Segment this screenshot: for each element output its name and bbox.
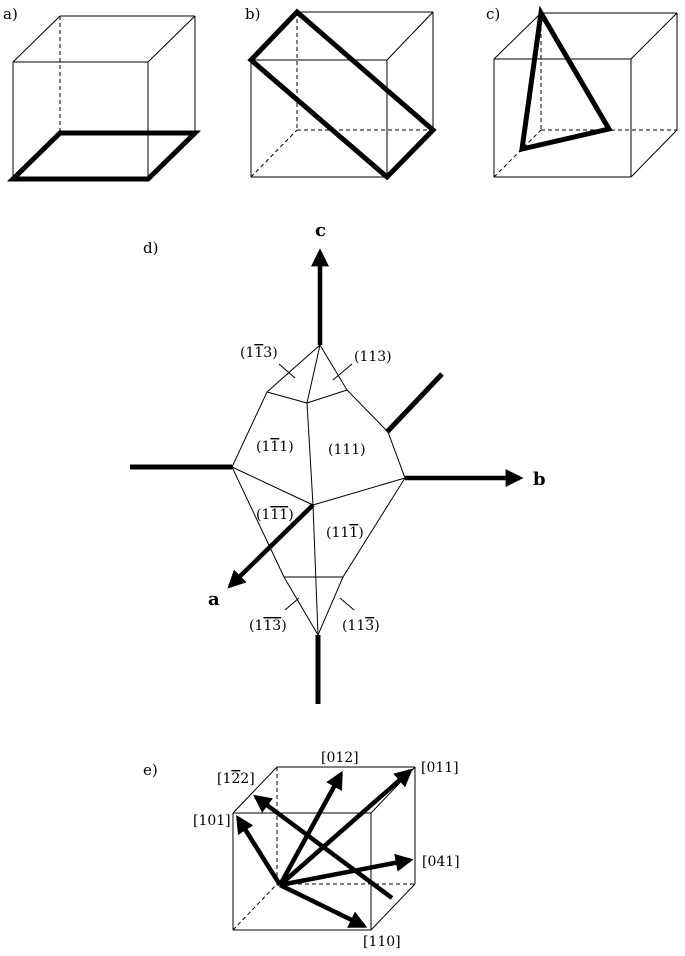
panel-e-label: e) — [143, 761, 158, 779]
vector-101 — [236, 814, 282, 887]
panel-a: a) — [3, 5, 202, 182]
panel-b-label: b) — [245, 5, 260, 23]
vector-011 — [278, 768, 413, 887]
plane-label-11-1: (111) — [326, 525, 364, 541]
plane-label-1-13: (113) — [240, 345, 278, 361]
dir-label-012: [012] — [321, 750, 359, 766]
crystal-drawing — [231, 344, 406, 637]
dir-label-110: [110] — [363, 934, 401, 950]
panel-e-cube — [232, 766, 416, 931]
dir-label-011: [011] — [421, 760, 459, 776]
axis-a-label: a — [208, 589, 220, 610]
plane-label-1-11: (111) — [256, 439, 294, 455]
plane-label-113: (113) — [354, 349, 392, 365]
panel-a-label: a) — [3, 5, 18, 23]
panel-c-label: c) — [486, 5, 500, 23]
panel-c-cube — [493, 12, 678, 178]
panel-c-highlighted-plane — [519, 5, 613, 153]
plane-label-1-1-1: (111) — [256, 507, 294, 523]
panel-a-highlighted-plane — [6, 130, 202, 182]
axis-a-arrow — [227, 503, 315, 589]
plane-label-11-3: (113) — [342, 618, 380, 634]
panel-d-label: d) — [143, 239, 158, 257]
dir-label-101: [101] — [193, 813, 231, 829]
panel-c: c) — [486, 5, 678, 178]
axis-b-label: b — [533, 469, 546, 490]
plane-label-111: (111) — [328, 442, 366, 458]
dir-label-1-22: [122] — [217, 771, 255, 787]
plane-label-1-1-3: (113) — [249, 618, 287, 634]
panel-e: e) [122] [012] [011] [101] [041] [110] — [143, 750, 460, 950]
dir-label-041: [041] — [422, 854, 460, 870]
panel-a-cube — [12, 15, 196, 179]
axis-a-negative — [385, 372, 444, 434]
vector-041 — [279, 853, 414, 888]
vector-012 — [278, 770, 343, 887]
panel-b: b) — [245, 5, 437, 181]
panel-b-cube — [250, 11, 434, 178]
vector-110 — [279, 882, 368, 929]
panel-b-highlighted-plane — [247, 8, 437, 181]
axis-c-label: c — [315, 220, 326, 241]
panel-d: d) c b a (113) (113) — [130, 220, 546, 704]
